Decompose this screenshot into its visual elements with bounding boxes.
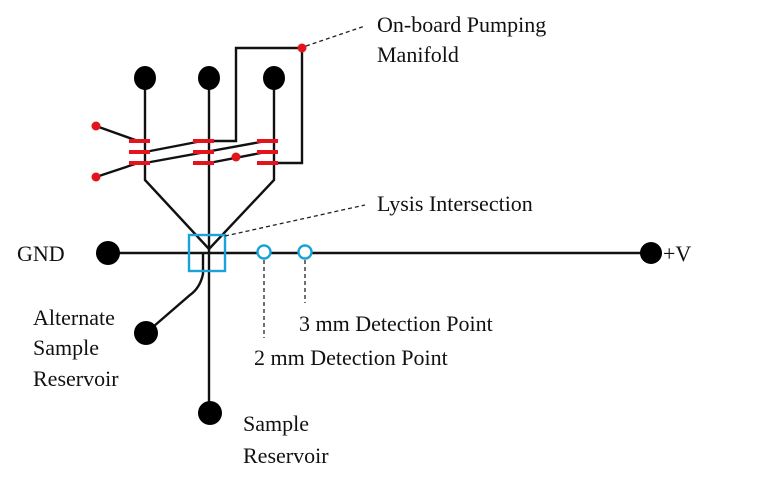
manifold-port [297,43,307,53]
detection-point-2mm [256,244,272,260]
sample-label-line1: Sample [243,411,309,436]
manifold-line-b [95,161,139,179]
plus-v-label: +V [663,241,691,266]
gnd-label: GND [17,241,65,266]
reagent-reservoir-3 [263,66,285,90]
lysis-leader [224,204,366,237]
reagent-channel-1 [143,78,210,250]
reagent-channel-3 [208,78,276,250]
lysis-intersection-box [187,233,227,273]
valve-group-1 [129,139,150,165]
manifold-line-c [144,139,203,154]
manifold-port [91,172,101,182]
sample-label-line2: Reservoir [243,443,329,468]
alternate-label-line1: Alternate [33,305,115,330]
valve-group-3 [257,139,278,165]
alternate-sample-channel [145,253,205,334]
manifold-leader [305,25,366,47]
sample-reservoir [198,401,222,425]
reagent-reservoir-2 [198,66,220,90]
alternate-sample-reservoir [134,321,158,345]
manifold-port [231,152,241,162]
plus-v-reservoir [640,242,662,264]
manifold-line-a [95,124,139,143]
alternate-label-line2: Sample [33,335,99,360]
det2-label: 2 mm Detection Point [254,345,448,370]
detection-point-3mm [297,244,313,260]
alternate-label-line3: Reservoir [33,366,119,391]
reagent-reservoir-1 [134,66,156,90]
manifold-port [91,121,101,131]
gnd-reservoir [96,241,120,265]
lysis-label: Lysis Intersection [377,191,533,216]
manifold-label-line1: On-board Pumping [377,12,546,37]
valve-group-2 [193,139,214,165]
manifold-label-line2: Manifold [377,42,459,67]
manifold-line-top [210,46,304,165]
det3-label: 3 mm Detection Point [299,311,493,336]
